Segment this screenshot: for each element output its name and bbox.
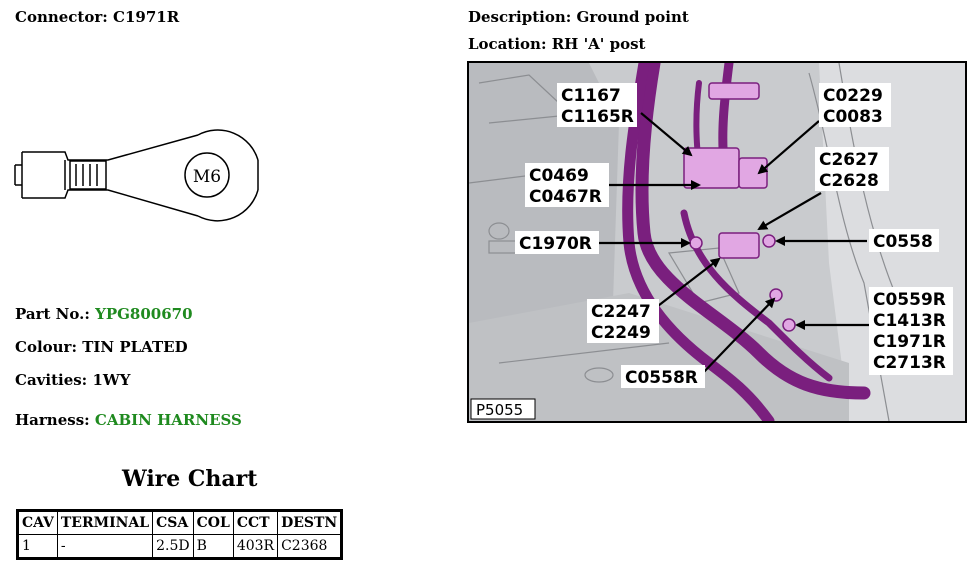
connector-value: C1971R xyxy=(113,8,180,26)
header-csa: CSA xyxy=(152,510,194,535)
part-no-line: Part No.: YPG800670 xyxy=(15,305,193,323)
callout-c0559: C0559R C1413R C1971R C2713R xyxy=(869,287,953,375)
callout-c1970: C1970R xyxy=(515,231,599,254)
callout-c0558r: C0558R xyxy=(621,365,705,388)
callout-text: C2249 xyxy=(591,323,651,343)
callout-text: C2247 xyxy=(591,302,651,322)
callout-text: C1167 xyxy=(561,86,621,106)
callout-c0558: C0558 xyxy=(869,229,939,252)
callout-text: C0083 xyxy=(823,107,883,127)
location-photo: C1167 C1165R C0229 C0083 C2627 C2628 C04… xyxy=(467,61,967,423)
stud-size-label: M6 xyxy=(193,167,221,187)
connector-line: Connector: C1971R xyxy=(15,8,179,26)
colour-line: Colour: TIN PLATED xyxy=(15,338,188,356)
callout-c1167: C1167 C1165R xyxy=(557,83,637,127)
callout-text: C0558 xyxy=(873,232,933,252)
callout-text: C0229 xyxy=(823,86,883,106)
wire-chart-title: Wire Chart xyxy=(122,466,258,492)
callout-text: C1970R xyxy=(519,234,592,254)
table-header-row: CAV TERMINAL CSA COL CCT DESTN xyxy=(17,510,343,535)
connector-label: Connector: xyxy=(15,8,108,26)
location-value: RH 'A' post xyxy=(551,35,646,53)
description-value: Ground point xyxy=(576,8,689,26)
callout-text: C1413R xyxy=(873,311,946,331)
header-col: COL xyxy=(192,510,234,535)
cell-csa: 2.5D xyxy=(152,534,194,559)
location-line: Location: RH 'A' post xyxy=(468,35,646,53)
callout-text: C0469 xyxy=(529,166,589,186)
part-no-link[interactable]: YPG800670 xyxy=(95,305,193,323)
table-row: 1 - 2.5D B 403R C2368 xyxy=(17,534,343,559)
wire-chart-table: CAV TERMINAL CSA COL CCT DESTN 1 - 2.5D … xyxy=(16,509,344,560)
callout-c0469: C0469 C0467R xyxy=(525,163,609,207)
callout-text: C1165R xyxy=(561,107,634,127)
callout-text: C2713R xyxy=(873,353,946,373)
header-cct: CCT xyxy=(232,510,279,535)
header-terminal: TERMINAL xyxy=(56,510,154,535)
description-line: Description: Ground point xyxy=(468,8,689,26)
harness-link[interactable]: CABIN HARNESS xyxy=(94,411,242,429)
cell-col: B xyxy=(192,534,234,559)
harness-line: Harness: CABIN HARNESS xyxy=(15,411,242,429)
cell-destn[interactable]: C2368 xyxy=(277,534,343,559)
photo-reference-text: P5055 xyxy=(476,401,523,419)
header-destn: DESTN xyxy=(277,510,343,535)
ring-terminal-drawing: M6 xyxy=(14,129,259,222)
cavities-value: 1WY xyxy=(92,371,131,389)
cell-cct: 403R xyxy=(232,534,279,559)
callout-text: C1971R xyxy=(873,332,946,352)
cavities-line: Cavities: 1WY xyxy=(15,371,130,389)
callout-text: C0467R xyxy=(529,187,602,207)
callout-text: C0558R xyxy=(625,368,698,388)
callout-c2627: C2627 C2628 xyxy=(815,147,889,191)
cell-cav: 1 xyxy=(17,534,58,559)
colour-value: TIN PLATED xyxy=(82,338,188,356)
header-cav: CAV xyxy=(17,510,58,535)
cell-terminal: - xyxy=(56,534,154,559)
colour-label: Colour: xyxy=(15,338,77,356)
callout-c0229: C0229 C0083 xyxy=(819,83,891,127)
harness-label: Harness: xyxy=(15,411,90,429)
callout-c2247: C2247 C2249 xyxy=(587,299,659,343)
photo-reference-tag: P5055 xyxy=(470,398,536,420)
part-no-label: Part No.: xyxy=(15,305,90,323)
cavities-label: Cavities: xyxy=(15,371,88,389)
callout-text: C2627 xyxy=(819,150,879,170)
callout-text: C0559R xyxy=(873,290,946,310)
description-label: Description: xyxy=(468,8,572,26)
location-label: Location: xyxy=(468,35,547,53)
callout-text: C2628 xyxy=(819,171,879,191)
location-illustration: C1167 C1165R C0229 C0083 C2627 C2628 C04… xyxy=(469,63,965,421)
